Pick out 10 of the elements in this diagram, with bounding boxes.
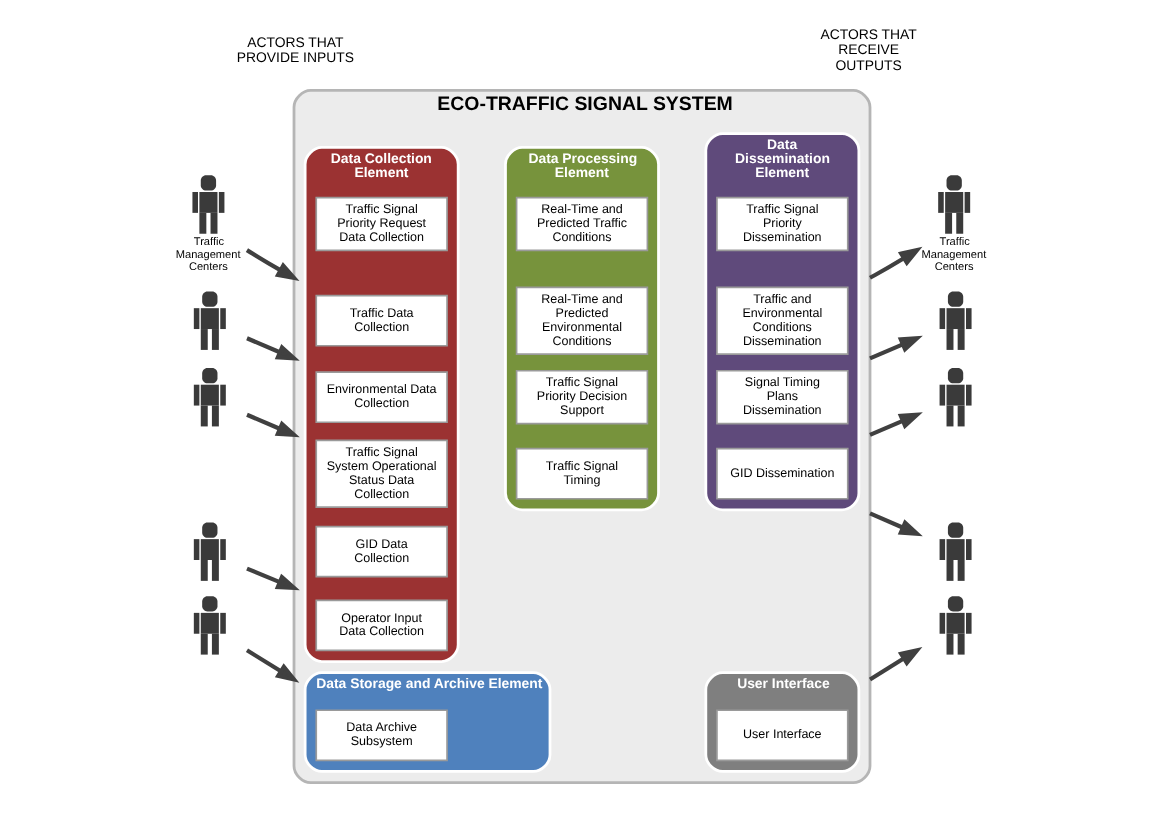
arrow [869,511,923,537]
arrow [868,646,923,682]
arrow [246,412,300,438]
arrow [869,335,923,361]
arrow [869,246,923,280]
arrow [245,248,300,281]
arrow [869,412,923,437]
arrow [246,336,300,361]
arrow [245,648,300,683]
arrow [246,566,300,591]
